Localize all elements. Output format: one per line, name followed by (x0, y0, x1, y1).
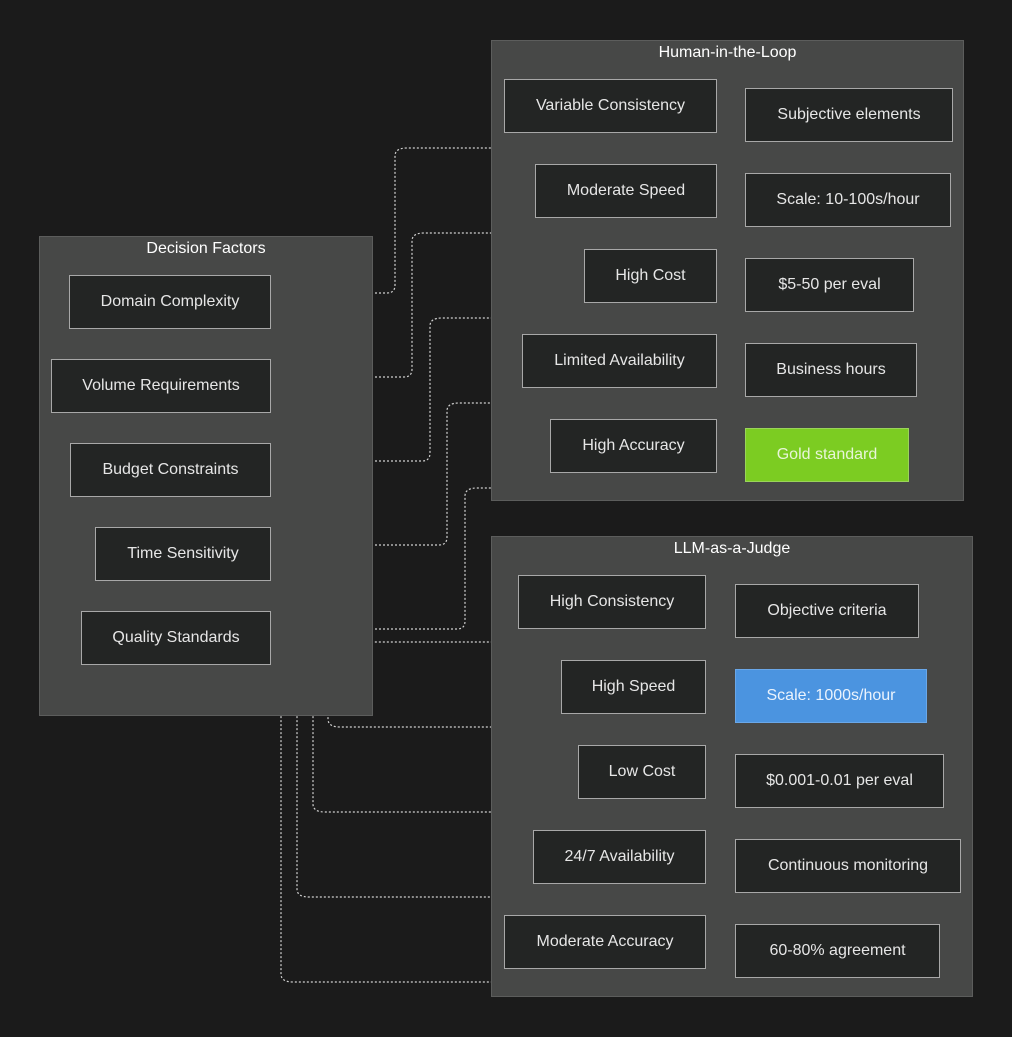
node-high-cost[interactable]: High Cost (584, 249, 717, 303)
node-high-accuracy[interactable]: High Accuracy (550, 419, 717, 473)
node-quality-standards[interactable]: Quality Standards (81, 611, 271, 665)
node-moderate-accuracy[interactable]: Moderate Accuracy (504, 915, 706, 969)
node-gold-standard[interactable]: Gold standard (745, 428, 909, 482)
edge-factor-0-human (271, 119, 746, 294)
node-limited-availability[interactable]: Limited Availability (522, 334, 717, 388)
node-objective-criteria[interactable]: Objective criteria (735, 584, 919, 638)
node-continuous-monitoring[interactable]: Continuous monitoring (735, 839, 961, 893)
node-5-50-per-eval[interactable]: $5-50 per eval (745, 258, 914, 312)
node-low-cost[interactable]: Low Cost (578, 745, 706, 799)
node-scale-10-100s-hour[interactable]: Scale: 10-100s/hour (745, 173, 951, 227)
edge-factor-3-human (271, 374, 746, 546)
node-24-7-availability[interactable]: 24/7 Availability (533, 830, 706, 884)
cluster-title-llm-as-a-judge: LLM-as-a-Judge (673, 540, 791, 557)
node-60-80-agreement[interactable]: 60-80% agreement (735, 924, 940, 978)
node-time-sensitivity[interactable]: Time Sensitivity (95, 527, 271, 581)
node-scale-1000s-hour[interactable]: Scale: 1000s/hour (735, 669, 927, 723)
node-subjective-elements[interactable]: Subjective elements (745, 88, 953, 142)
node-budget-constraints[interactable]: Budget Constraints (70, 443, 271, 497)
edge-factor-4-llm (271, 646, 736, 983)
node-variable-consistency[interactable]: Variable Consistency (504, 79, 717, 133)
node-moderate-speed[interactable]: Moderate Speed (535, 164, 717, 218)
cluster-title-human-in-the-loop: Human-in-the-Loop (658, 44, 797, 61)
edge-factor-3-llm (271, 562, 736, 898)
node-high-consistency[interactable]: High Consistency (518, 575, 706, 629)
node-business-hours[interactable]: Business hours (745, 343, 917, 397)
cluster-title-decision-factors: Decision Factors (146, 240, 266, 257)
node-domain-complexity[interactable]: Domain Complexity (69, 275, 271, 329)
node-volume-requirements[interactable]: Volume Requirements (51, 359, 271, 413)
node-high-speed[interactable]: High Speed (561, 660, 706, 714)
node-0001-001-per-eval[interactable]: $0.001-0.01 per eval (735, 754, 944, 808)
